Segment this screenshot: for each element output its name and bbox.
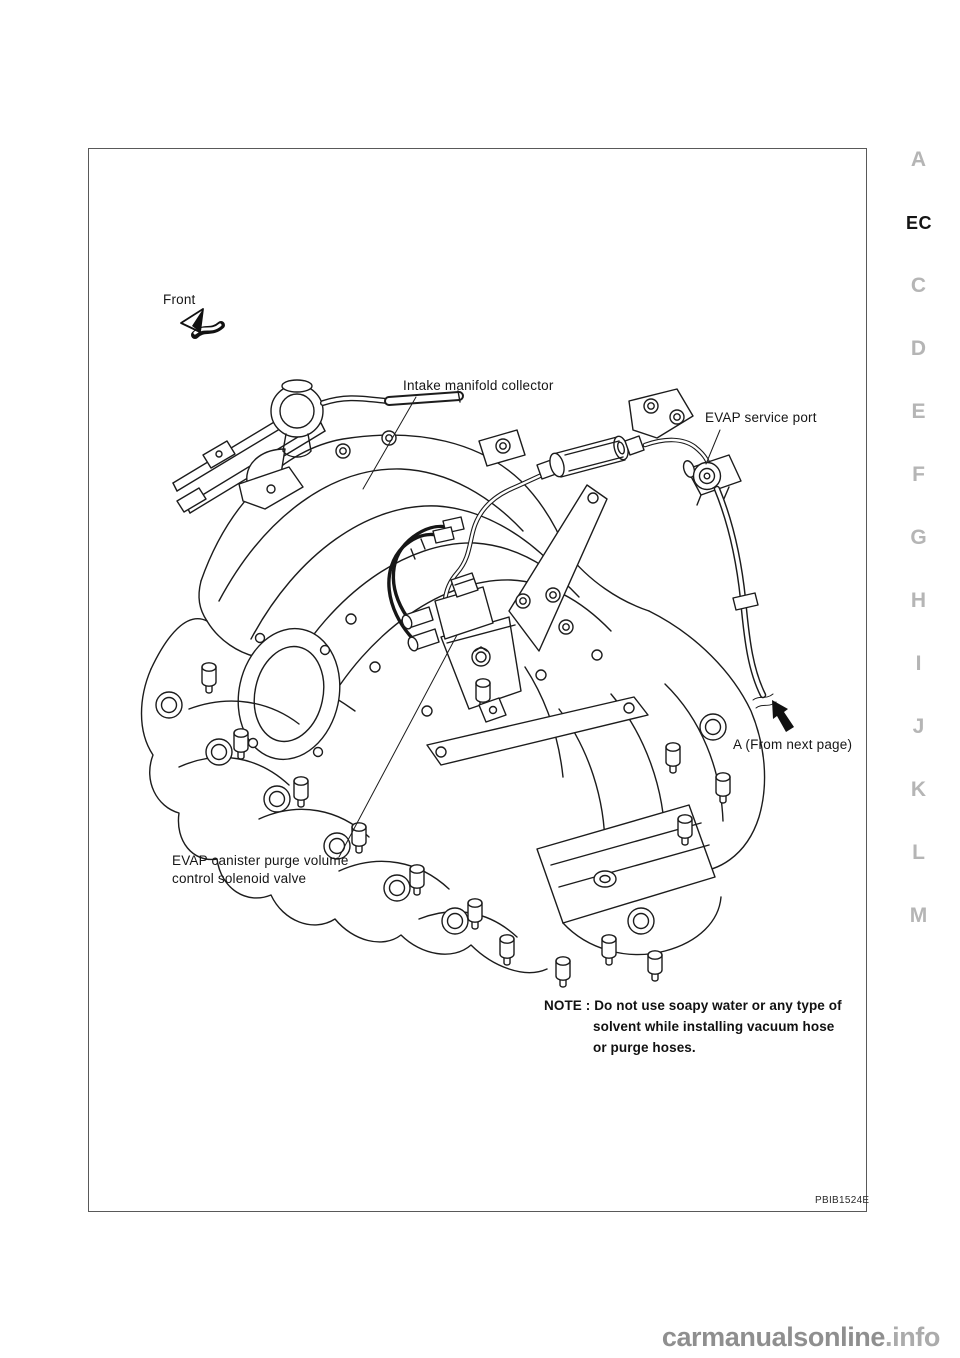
from-next-page-arrow-icon [772,700,794,732]
solenoid-valve-label: EVAP canister purge volume control solen… [172,852,349,888]
section-index-l: L [912,841,926,864]
section-index-c: C [910,274,928,297]
leader-service-port [705,429,721,465]
section-index-d: D [910,337,928,360]
note-line-1: NOTE : Do not use soapy water or any typ… [544,998,842,1013]
from-next-page-label: A (From next page) [733,737,853,752]
purge-pipe [442,435,712,634]
note-line-2: solvent while installing vacuum hose [593,1019,835,1034]
solenoid-valve-label-line2: control solenoid valve [172,871,307,886]
intake-manifold-collector-label: Intake manifold collector [403,378,554,393]
long-hose [713,485,777,709]
intake-manifold-illustration [140,308,794,988]
evap-service-port [682,454,742,506]
purge-solenoid-valve [401,572,522,723]
solenoid-valve-label-line1: EVAP canister purge volume [172,853,349,868]
section-index-i: I [915,652,923,675]
section-index-m: M [909,904,929,927]
figure-frame: Front Intake manifold collector EVAP ser… [88,148,870,1212]
section-index-g: G [910,526,928,549]
section-index-f: F [912,463,926,486]
lower-manifold [140,618,571,988]
watermark: carmanualsonline.info [661,1322,941,1353]
leader-lines [338,396,721,858]
section-index-j: J [912,715,926,738]
collector-runners [198,434,650,717]
fuel-damper [549,435,629,478]
leader-solenoid [338,634,458,858]
watermark-site: carmanualsonline [661,1322,886,1352]
watermark-tld: .info [885,1322,940,1352]
section-index-k: K [910,778,928,801]
figure-code: PBIB1524E [815,1195,870,1206]
lower-manifold-right [524,610,766,982]
vacuum-hoses [387,516,465,641]
section-index-a: A [910,148,928,171]
section-index-ec: EC [905,213,932,233]
front-label: Front [163,292,196,307]
evap-service-port-label: EVAP service port [705,410,817,425]
throttle-flange [237,627,341,761]
note-line-3: or purge hoses. [593,1040,696,1055]
mounting-brackets [335,388,694,766]
top-left-hoses [172,379,326,514]
leader-intake [362,396,417,490]
section-index-h: H [910,589,928,612]
front-direction-arrow-icon [180,308,225,339]
section-index-e: E [911,400,927,423]
